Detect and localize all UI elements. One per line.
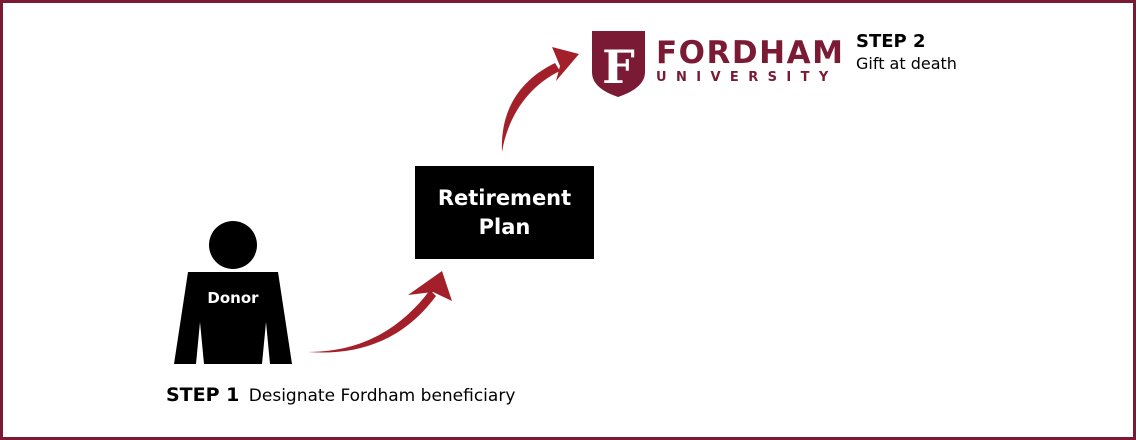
step-2-description: Gift at death [856,54,957,73]
retirement-plan-line2: Plan [478,214,531,239]
step-1-caption: STEP 1 Designate Fordham beneficiary [166,384,515,406]
fordham-wordmark: FORDHAM UNIVERSITY [656,37,844,85]
wordmark-line1: FORDHAM [656,35,845,71]
step-2-caption: STEP 2 Gift at death [856,31,957,75]
fordham-shield-icon: F [592,31,645,97]
wordmark-line2: UNIVERSITY [656,70,838,85]
curved-arrow-icon [308,271,452,353]
retirement-plan-line1: Retirement [437,185,572,210]
step-1-description: Designate Fordham beneficiary [248,386,516,406]
person-silhouette-icon [174,221,292,364]
step-2-number: STEP 2 [856,31,926,52]
step-1-number: STEP 1 [166,384,240,406]
curved-arrow-icon [501,47,579,152]
retirement-plan-box: Retirement Plan [415,166,594,259]
svg-text:F: F [602,40,635,94]
donor-label: Donor [207,289,259,307]
diagram-graphics: F [174,31,645,364]
